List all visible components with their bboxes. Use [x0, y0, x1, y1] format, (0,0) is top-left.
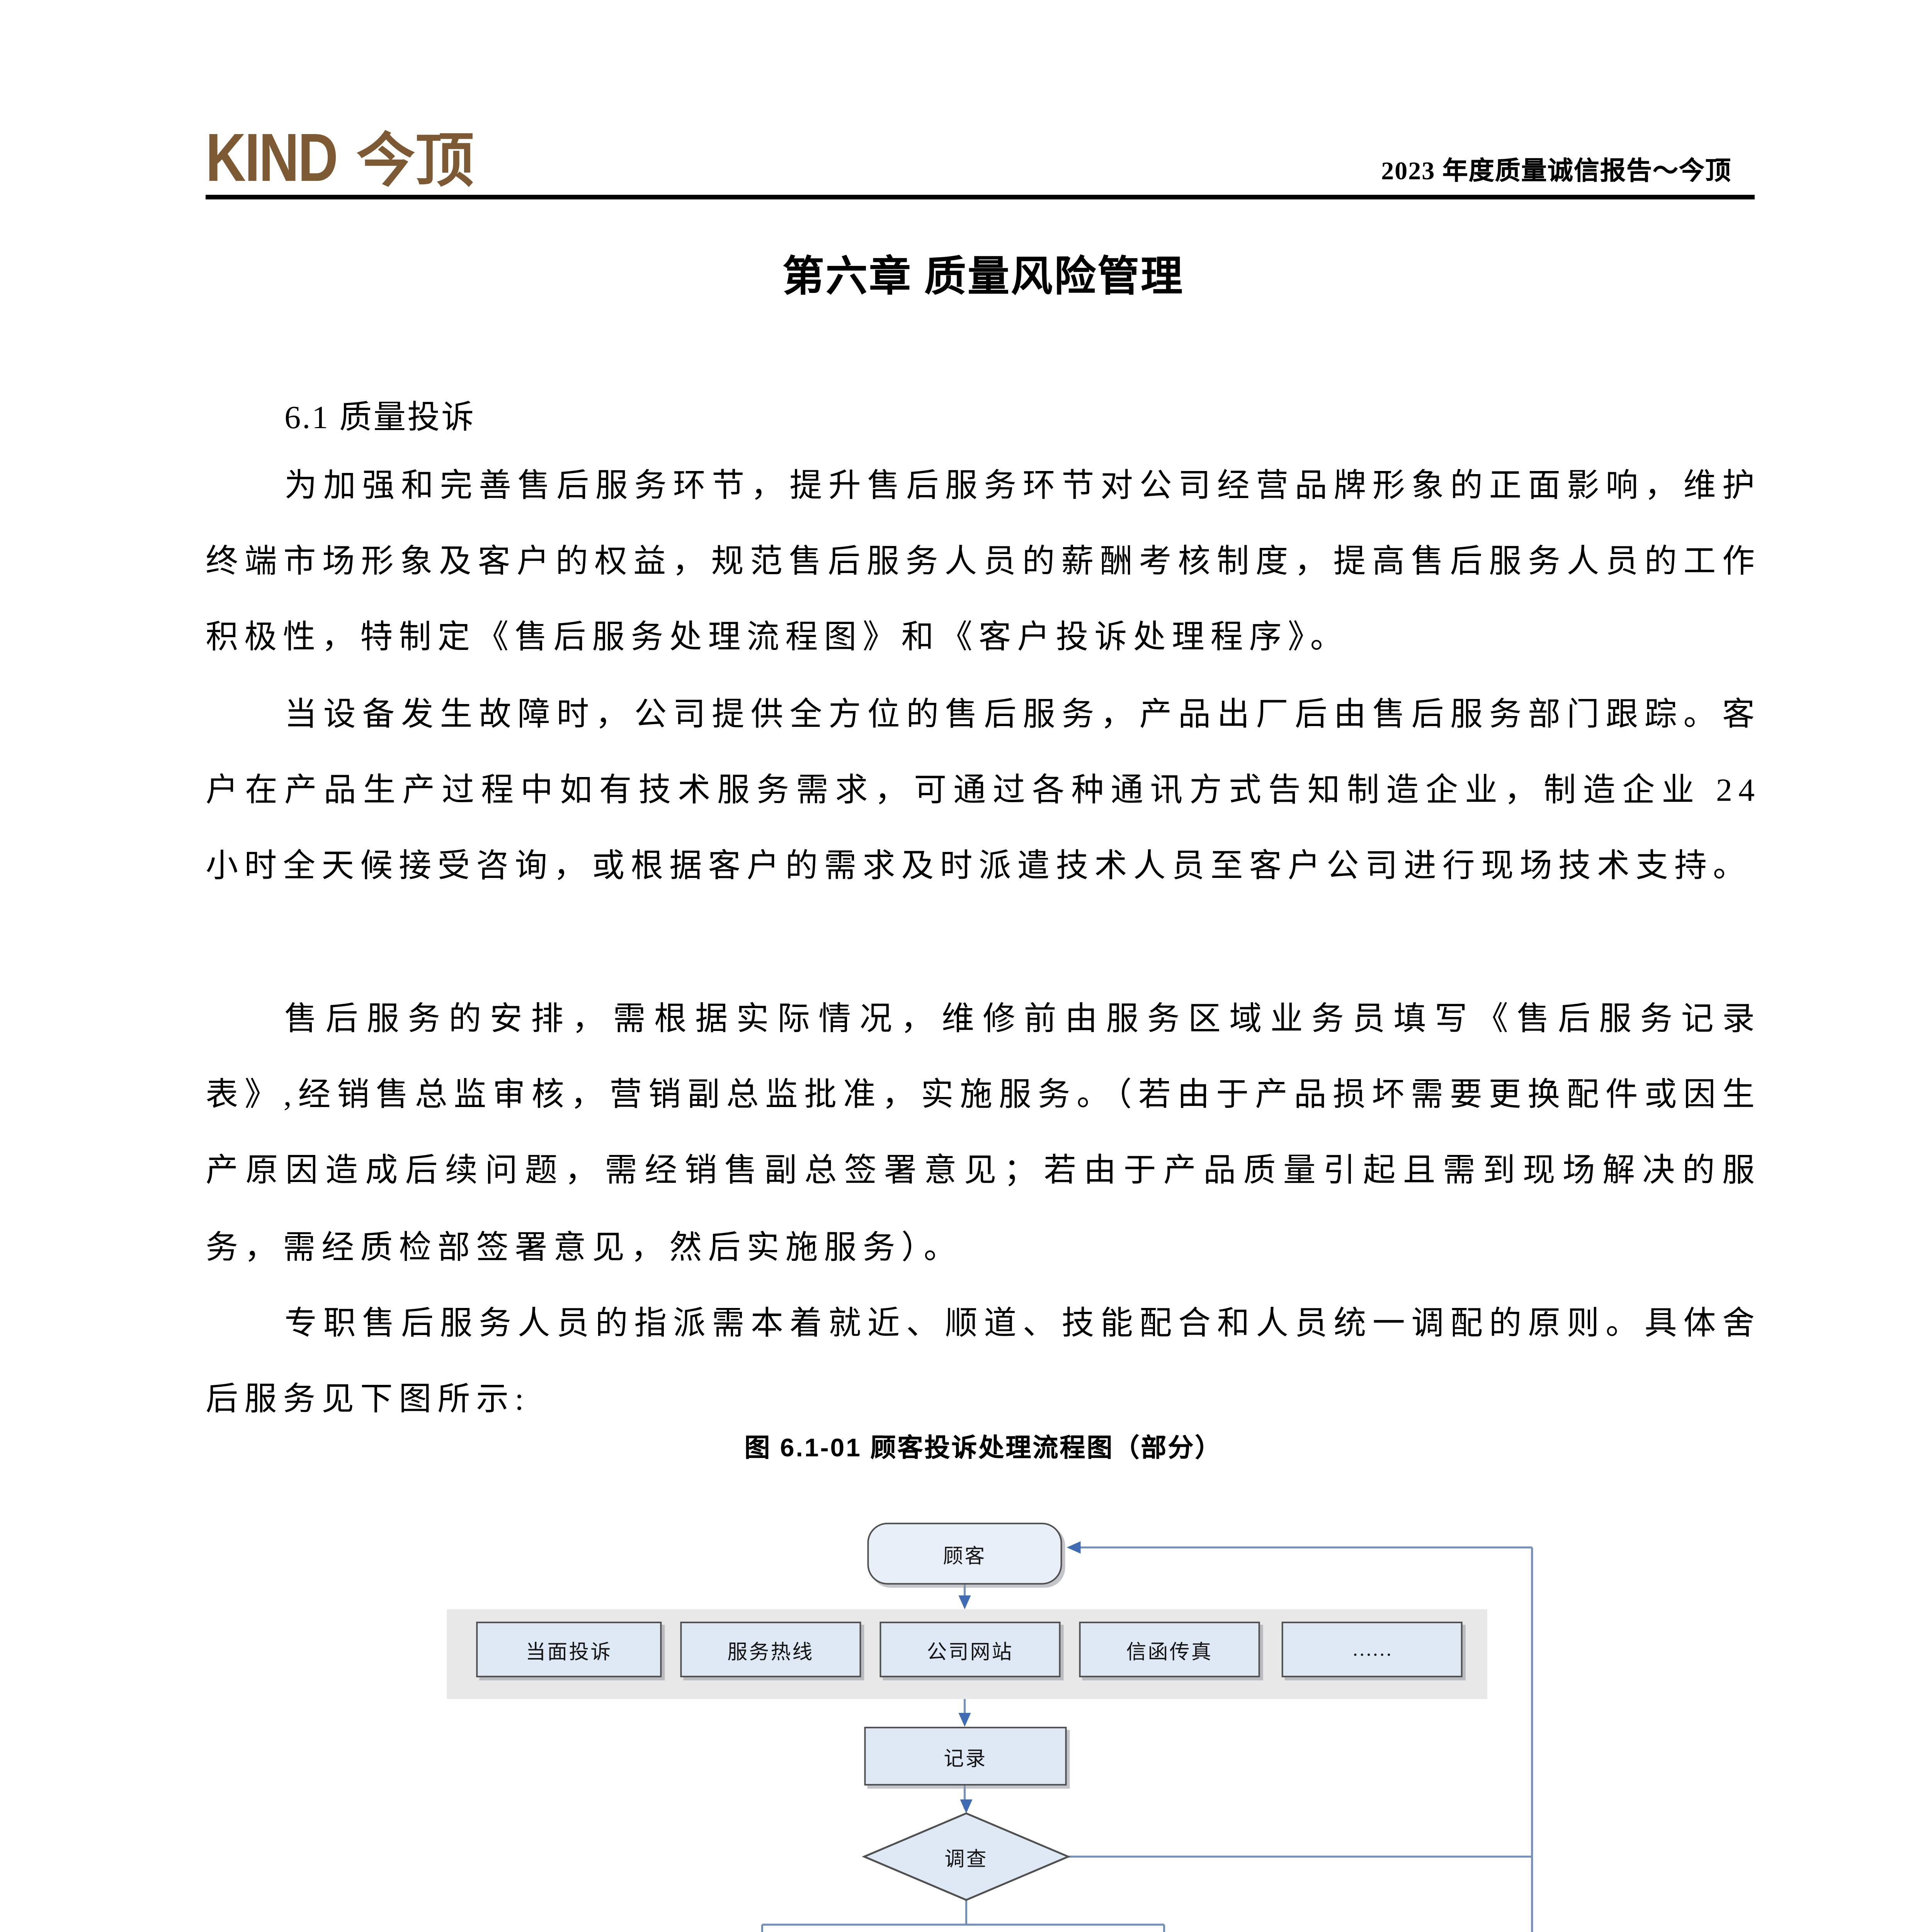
flow-connectors — [761, 1546, 1533, 1932]
logo-chinese-wordmark: 今顶 — [356, 130, 474, 195]
paragraph-1: 为加强和完善售后服务环节，提升售后服务环节对公司经营品牌形象的正面影响，维护终端… — [206, 467, 1761, 656]
node-record: 记录 — [864, 1726, 1067, 1786]
investigate-diamond — [862, 1812, 1071, 1901]
node-channel-inperson: 当面投诉 — [476, 1621, 662, 1677]
flow-arrowheads — [958, 1541, 1081, 1813]
node-channel-website: 公司网站 — [879, 1621, 1061, 1677]
paragraph-3: 售后服务的安排，需根据实际情况，维修前由服务区域业务员填写《售后服务记录表》,经… — [206, 1000, 1761, 1266]
header-running-title: 2023 年度质量诚信报告～今顶 — [1381, 156, 1732, 186]
complaint-flowchart: 顾客 当面投诉 服务热线 公司网站 信函传真 …… 记录 调查 制定整改方案 制… — [0, 1500, 1917, 1932]
node-channel-letter-fax: 信函传真 — [1079, 1621, 1260, 1677]
paragraph-2: 当设备发生故障时，公司提供全方位的售后服务，产品出厂后由售后服务部门跟踪。客户在… — [206, 696, 1761, 885]
chapter-title: 第六章 质量风险管理 — [782, 253, 1184, 300]
node-channel-hotline: 服务热线 — [680, 1621, 861, 1677]
node-investigate-label: 调查 — [944, 1846, 988, 1870]
paragraph-4: 专职售后服务人员的指派需本着就近、顺道、技能配合和人员统一调配的原则。具体舍后服… — [206, 1304, 1761, 1418]
node-customer: 顾客 — [867, 1522, 1062, 1585]
decision-diamonds — [862, 1812, 1071, 1901]
company-logo: KIND 今顶 — [206, 121, 474, 210]
flowchart-canvas — [761, 1541, 1533, 1932]
header-rule — [206, 195, 1755, 200]
figure-caption: 图 6.1-01 顾客投诉处理流程图（部分） — [744, 1434, 1222, 1463]
section-heading: 6.1 质量投诉 — [284, 399, 476, 436]
logo-kind-wordmark: KIND — [206, 121, 338, 197]
node-channel-others: …… — [1281, 1621, 1463, 1677]
